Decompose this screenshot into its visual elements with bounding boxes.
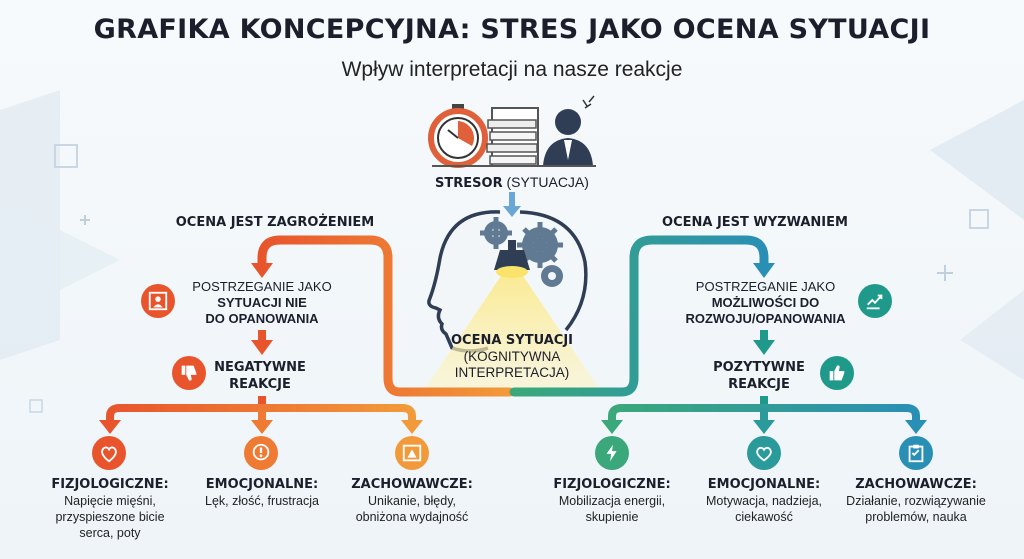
right-outcome-physio-desc2: skupienie [585, 510, 639, 524]
right-reaction: POZYTYWNE REAKCJE [704, 359, 814, 393]
right-outcome-physio-title: FIZJOLOGICZNE: [553, 477, 671, 492]
growth-hand-icon [858, 284, 892, 318]
left-reaction: NEGATYWNE REAKCJE [205, 359, 315, 393]
papers-icon [486, 107, 539, 167]
left-perception: POSTRZEGANIE JAKO SYTUACJI NIE DO OPANOW… [183, 279, 341, 327]
exclamation-head-icon [244, 436, 278, 470]
right-perception-line3: ROZWOJU/OPANOWANIA [685, 311, 846, 326]
page-subtitle: Wpływ interpretacji na nasze reakcje [341, 58, 683, 81]
center-label: OCENA SYTUACJI (KOGNITYWNA INTERPRETACJA… [432, 333, 592, 381]
right-outcome-emotional-desc2: ciekawość [735, 510, 793, 524]
left-outcome-behavioral-desc1: Unikanie, błędy, [367, 494, 456, 508]
left-outcome-physio: FIZJOLOGICZNE: Napięcie mięśni, przyspie… [35, 476, 185, 541]
stopwatch-icon [428, 104, 488, 168]
left-perception-line2: SYTUACJI NIE [217, 295, 307, 310]
lightbulb-icon [494, 240, 530, 278]
right-perception-line1: POSTRZEGANIE JAKO [695, 279, 836, 294]
left-reaction-line2: REAKCJE [229, 377, 291, 392]
heart-organ-icon [92, 436, 126, 470]
right-outcome-emotional-title: EMOCJONALNE: [707, 477, 821, 492]
stressed-person-icon [543, 95, 595, 166]
right-header: OCENA JEST WYZWANIEM [662, 215, 848, 230]
right-outcome-physio: FIZJOLOGICZNE: Mobilizacja energii, skup… [537, 476, 687, 525]
left-reaction-line1: NEGATYWNE [214, 360, 306, 375]
right-outcome-emotional-desc1: Motywacja, nadzieja, [705, 494, 823, 508]
heart-icon [747, 436, 781, 470]
left-outcome-physio-desc3: serca, poty [79, 526, 141, 540]
center-line3: INTERPRETACJA) [454, 365, 570, 380]
right-flow-path [509, 235, 769, 397]
clipboard-icon [899, 436, 933, 470]
warning-window-icon [395, 436, 429, 470]
left-outcome-emotional-desc1: Lęk, złość, frustracja [205, 494, 319, 508]
right-outcome-behavioral-desc2: problemów, nauka [865, 510, 967, 524]
right-outcome-behavioral-title: ZACHOWAWCZE: [855, 477, 977, 492]
left-perception-line3: DO OPANOWANIA [205, 311, 319, 326]
center-title: OCENA SYTUACJI [450, 333, 573, 348]
lightning-icon [595, 436, 629, 470]
left-outcome-physio-desc2: przyspieszone bicie [55, 510, 165, 524]
right-outcome-behavioral-desc1: Działanie, rozwiązywanie [846, 494, 986, 508]
left-outcome-behavioral-title: ZACHOWAWCZE: [351, 477, 473, 492]
left-outcome-behavioral-desc2: obniżona wydajność [355, 510, 469, 524]
left-outcome-emotional-title: EMOCJONALNE: [205, 477, 319, 492]
person-cage-icon [141, 284, 175, 318]
left-outcome-physio-title: FIZJOLOGICZNE: [51, 477, 169, 492]
stressor-label: STRESOR (SYTUACJA) [412, 174, 612, 192]
right-reaction-line1: POZYTYWNE [713, 360, 805, 375]
right-perception: POSTRZEGANIE JAKO MOŻLIWOŚCI DO ROZWOJU/… [683, 279, 848, 327]
right-perception-line2: MOŻLIWOŚCI DO [711, 295, 820, 310]
right-outcome-physio-desc1: Mobilizacja energii, [558, 494, 666, 508]
left-header: OCENA JEST ZAGROŻENIEM [175, 215, 375, 230]
left-outcome-behavioral: ZACHOWAWCZE: Unikanie, błędy, obniżona w… [337, 476, 487, 525]
right-reaction-line2: REAKCJE [728, 377, 790, 392]
thumbs-up-icon [820, 356, 854, 390]
left-perception-line1: POSTRZEGANIE JAKO [192, 279, 332, 294]
left-outcome-physio-desc1: Napięcie mięśni, [64, 494, 156, 508]
light-beam [424, 270, 600, 390]
left-flow-path [257, 235, 515, 397]
right-outcome-behavioral: ZACHOWAWCZE: Działanie, rozwiązywanie pr… [836, 476, 996, 525]
thumbs-down-icon [172, 356, 206, 390]
right-outcome-emotional: EMOCJONALNE: Motywacja, nadzieja, ciekaw… [689, 476, 839, 525]
left-outcome-emotional: EMOCJONALNE: Lęk, złość, frustracja [187, 476, 337, 509]
center-line2: (KOGNITYWNA [463, 349, 561, 364]
page-title: GRAFIKA KONCEPCYJNA: STRES JAKO OCENA SY… [93, 14, 931, 45]
stressor-bold: STRESOR [435, 176, 503, 191]
stressor-normal: (SYTUACJA) [506, 174, 589, 190]
